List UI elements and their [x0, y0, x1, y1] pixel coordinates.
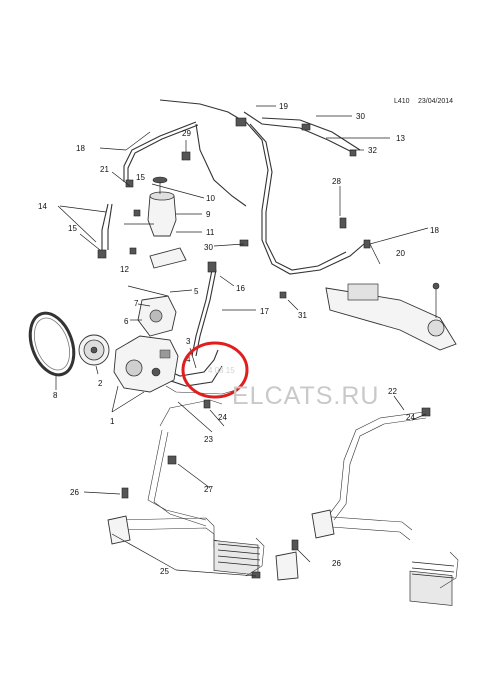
fluid-reservoir [147, 176, 177, 237]
callout-29: 28 [332, 177, 341, 186]
oil-cooler-left [115, 517, 265, 577]
callout-12: 12 [120, 265, 129, 274]
callout-10: 10 [206, 194, 215, 203]
callout-26-right: 26 [332, 559, 341, 568]
callout-21: 19 [279, 102, 288, 111]
callout-5: 5 [194, 287, 199, 296]
callout-8: 8 [53, 391, 58, 400]
highlight-circle [181, 341, 249, 399]
callout-30-mid: 30 [204, 243, 213, 252]
callout-15-top: 15 [136, 173, 145, 182]
callout-23: 23 [204, 435, 213, 444]
reservoir-clamp [149, 247, 187, 269]
callout-24-right: 24 [406, 413, 415, 422]
callout-1: 1 [110, 417, 115, 426]
callout-26-left: 26 [70, 488, 79, 497]
callout-24-left: 24 [218, 413, 227, 422]
callout-9: 9 [206, 210, 211, 219]
pump-bracket [127, 285, 177, 337]
callout-15-left: 15 [68, 224, 77, 233]
pulley [78, 334, 110, 366]
callout-13: 13 [396, 134, 405, 143]
callout-2: 2 [98, 379, 103, 388]
leader-lines [55, 105, 429, 577]
callout-11: 11 [206, 228, 215, 237]
watermark-faint: 4 08 15 [208, 366, 235, 375]
callout-4: 4 [186, 355, 191, 364]
power-steering-pump [113, 335, 179, 393]
callout-19: 20 [396, 249, 405, 258]
callout-27: 27 [204, 485, 213, 494]
mounting-bracket-center [275, 551, 299, 581]
drive-belt [28, 311, 76, 377]
diagram-date: 23/04/2014 [418, 98, 454, 105]
callout-numbers: 19 30 13 32 18 29 21 15 10 9 11 30 14 15… [38, 102, 439, 576]
callout-32: 32 [368, 146, 377, 155]
watermark: ELCATS.RU [232, 382, 380, 410]
callout-7: 7 [134, 299, 139, 308]
callout-28: 29 [182, 129, 191, 138]
callout-22: 22 [388, 387, 397, 396]
steering-rack [325, 282, 457, 351]
callout-18-left: 18 [76, 144, 85, 153]
callout-17: 16 [236, 284, 245, 293]
callout-6: 6 [124, 317, 129, 326]
diagram-code: L410 [394, 98, 410, 105]
callout-30-top: 30 [356, 112, 365, 121]
callout-18-right: 18 [430, 226, 439, 235]
callout-31: 31 [298, 311, 307, 320]
mounting-bracket-right [311, 509, 335, 539]
callout-25: 25 [160, 567, 169, 576]
callout-14: 14 [38, 202, 47, 211]
callout-20: 21 [100, 165, 109, 174]
hose-fittings [97, 117, 431, 579]
mounting-bracket-left [107, 515, 131, 545]
callout-16: 17 [260, 307, 269, 316]
callout-3: 3 [186, 337, 191, 346]
oil-cooler-right [317, 515, 459, 606]
